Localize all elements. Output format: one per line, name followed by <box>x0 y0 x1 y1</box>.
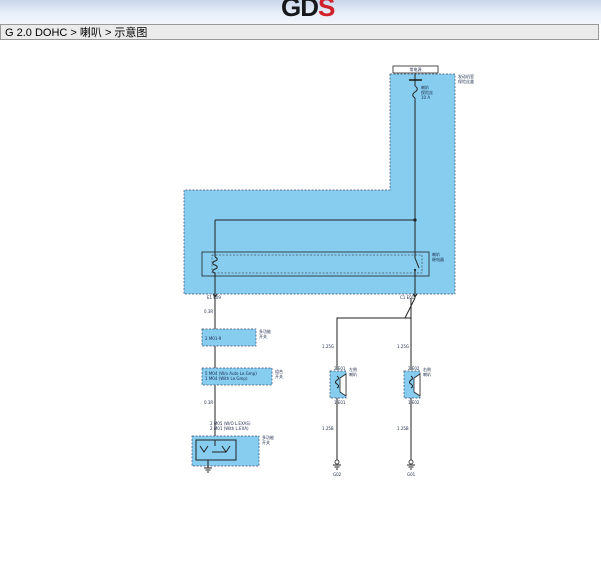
fuse-box-label-line2: 保险丝盒 <box>458 78 474 84</box>
connector-right-label: C1 E01 <box>400 295 415 300</box>
horn-switch-ground-icon <box>204 467 212 473</box>
clock-spring-label: 多功能开关 <box>259 328 271 339</box>
right-horn-label: 右侧喇叭 <box>423 366 431 377</box>
horn-relay-inner <box>211 254 423 274</box>
right-horn-label-line1: 右侧 <box>423 366 431 372</box>
horn-switch-box <box>195 439 237 461</box>
fuse-icon <box>412 85 418 99</box>
left-horn-icon <box>339 373 347 397</box>
clock-spring-panel <box>201 328 257 347</box>
fuse-box-label-line1: 发动机室 <box>458 73 474 79</box>
right-horn-icon <box>413 373 421 397</box>
right-horn-pin-top: 2 E02 <box>408 366 420 371</box>
fuse-label-line1: 喇叭 <box>421 84 429 90</box>
ground-right-label: G01 <box>407 472 416 477</box>
left-horn-label: 左侧喇叭 <box>349 366 357 377</box>
horn-relay-box <box>201 251 430 277</box>
left-horn-pin-top: 2 E01 <box>334 366 346 371</box>
gds-logo: GDS <box>281 0 335 22</box>
horn-switch-pins-line2: 2 M01 (With L.EXA) <box>210 426 249 431</box>
fuse-label-line2: 保险丝 <box>421 89 433 95</box>
horn-switch-pins: 2 M05 (W/O L.EXAS)2 M01 (With L.EXA) <box>210 421 251 431</box>
wire-right-r-label: 1.25G <box>397 344 409 349</box>
wire-bot-r-label: 1.25B <box>397 426 409 431</box>
relay-coil-icon <box>212 256 218 274</box>
relay-contact-icon <box>414 257 420 269</box>
app-banner: GDS <box>0 0 601 24</box>
wire-bot-l-label: 1.25B <box>322 426 334 431</box>
mf-switch-pins-line1: 5 M04 (W/o Auto Le.Gmp) <box>205 371 257 376</box>
clock-spring-pin: 2 M01-9 <box>205 336 222 341</box>
fuse-box-label: 发动机室保险丝盒 <box>458 73 474 84</box>
horn-switch-label-line1: 多功能 <box>262 434 274 440</box>
mf-switch-panel <box>201 367 273 386</box>
wire-left-2-label: 0.3R <box>204 400 213 405</box>
right-ground-ring <box>408 459 414 465</box>
horn-switch-pins-line1: 2 M05 (W/O L.EXAS) <box>210 421 251 426</box>
wire-left-1-label: 0.3R <box>204 309 213 314</box>
mf-switch-pins: 5 M04 (W/o Auto Le.Gmp)1 M04 (With Le.Gm… <box>205 371 257 381</box>
wire-right-l-label: 1.25G <box>322 344 334 349</box>
left-ground-ring <box>334 459 340 465</box>
mf-switch-pins-line2: 1 M04 (With Le.Gmp) <box>205 376 248 381</box>
relay-label: 喇叭继电器 <box>432 251 444 262</box>
right-ground-icon <box>407 464 415 470</box>
clock-spring-label-line1: 多功能 <box>259 328 271 334</box>
mf-switch-label-line2: 开关 <box>275 373 283 379</box>
mf-switch-label-line1: 组合 <box>275 368 283 374</box>
relay-label-line2: 继电器 <box>432 256 444 262</box>
left-horn-pin-bot: 1 E01 <box>334 400 346 405</box>
horn-switch-icon <box>199 445 231 453</box>
left-horn-coil-icon <box>335 375 339 389</box>
fuse-label-line3: 10 A <box>421 95 430 100</box>
mf-switch-label: 组合开关 <box>275 368 283 379</box>
left-horn-label-line2: 喇叭 <box>349 371 357 377</box>
breadcrumb: G 2.0 DOHC > 喇叭 > 示意图 <box>0 24 599 40</box>
engine-fuse-box-panel <box>183 73 456 295</box>
ground-left-label: G02 <box>333 472 342 477</box>
left-ground-icon <box>333 464 341 470</box>
right-horn-pin-bot: 1 E02 <box>408 400 420 405</box>
horn-switch-label: 多功能开关 <box>262 434 274 445</box>
clock-spring-label-line2: 开关 <box>259 333 267 339</box>
right-horn-label-line2: 喇叭 <box>423 371 431 377</box>
power-label: 常电源 <box>410 66 422 72</box>
left-horn-label-line1: 左侧 <box>349 366 357 372</box>
wire-left-horn-feed <box>336 297 416 370</box>
relay-label-line1: 喇叭 <box>432 251 440 257</box>
right-horn-coil-icon <box>409 375 413 389</box>
horn-switch-label-line2: 开关 <box>262 439 270 445</box>
connector-left-label: E1 E09 <box>207 295 221 300</box>
